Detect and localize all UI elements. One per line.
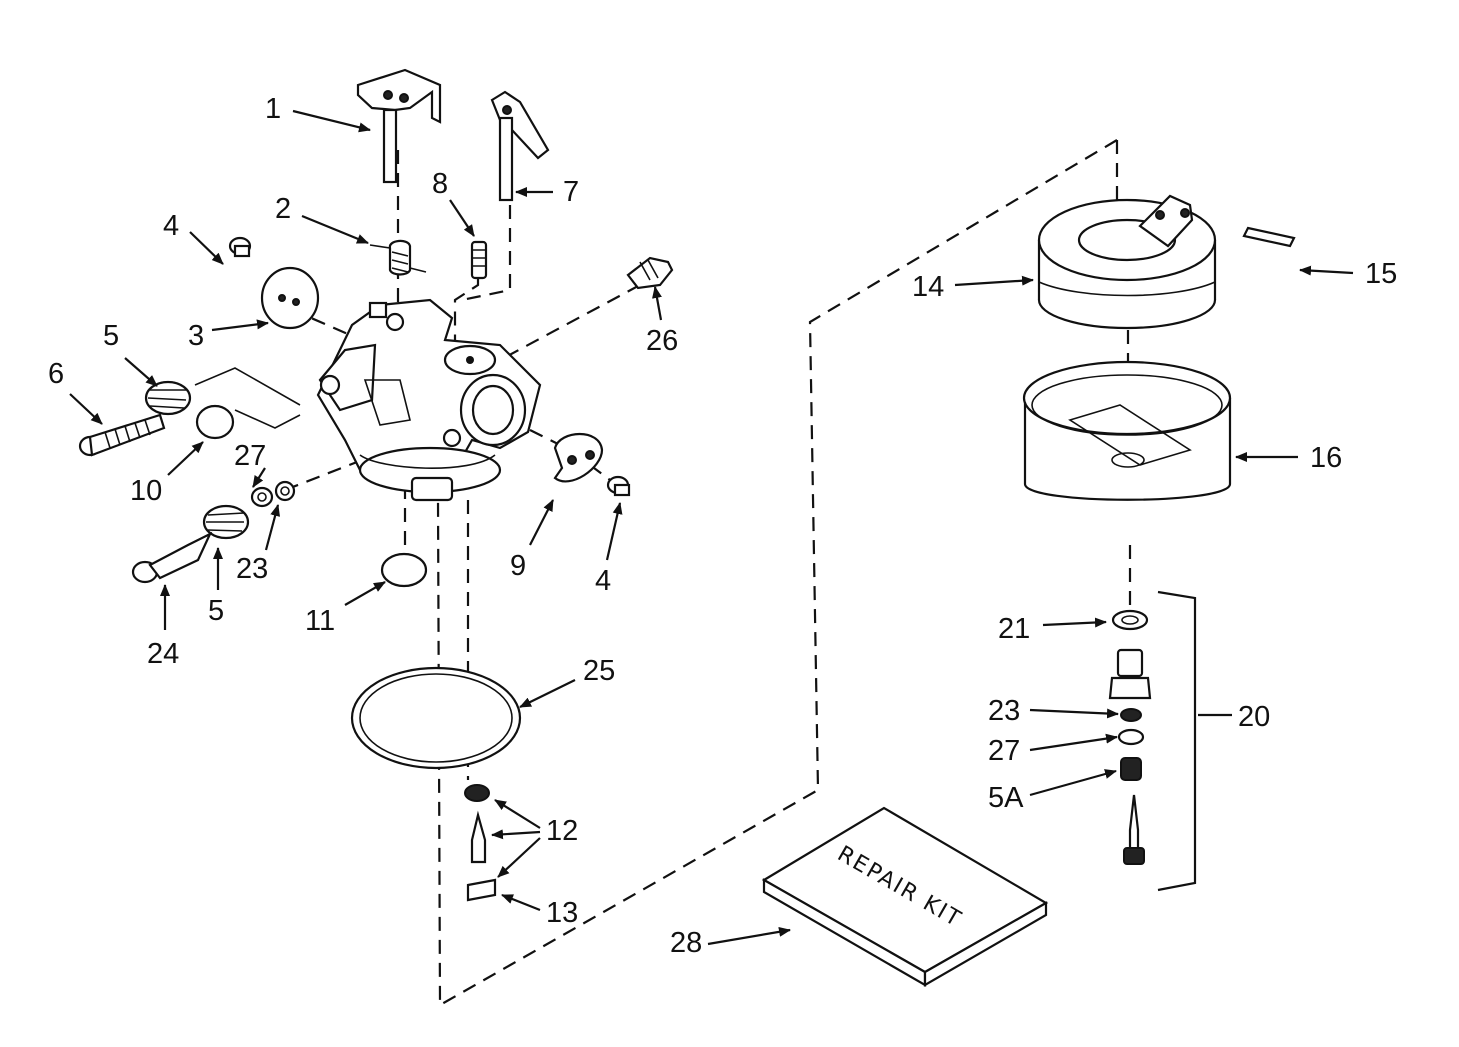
label-12: 12 xyxy=(546,815,578,847)
label-5-lower: 5 xyxy=(208,595,224,627)
float-14 xyxy=(1037,194,1217,330)
spring-2 xyxy=(369,239,427,276)
label-4-lower: 4 xyxy=(595,565,611,597)
label-11: 11 xyxy=(305,605,335,637)
throttle-plate-9 xyxy=(553,433,604,483)
label-24: 24 xyxy=(147,638,179,670)
float-bowl-16 xyxy=(1022,360,1232,501)
label-21: 21 xyxy=(998,613,1030,645)
label-13: 13 xyxy=(546,897,578,929)
label-20: 20 xyxy=(1238,701,1270,733)
label-4-upper: 4 xyxy=(163,210,179,242)
screw-4-upper xyxy=(228,236,252,258)
label-26: 26 xyxy=(646,325,678,357)
throttle-shaft-1 xyxy=(356,68,442,184)
clip-13 xyxy=(466,878,497,902)
choke-plate-3 xyxy=(260,266,320,330)
washer-27-right xyxy=(1117,728,1145,746)
carburetor-body xyxy=(316,298,542,502)
label-14: 14 xyxy=(912,271,944,303)
label-3: 3 xyxy=(188,320,204,352)
callout-arrows xyxy=(69,109,1354,946)
label-27-left: 27 xyxy=(234,440,266,472)
screw-4-lower xyxy=(606,475,631,497)
spring-5A xyxy=(1120,757,1142,781)
part-labels: 1 2 3 4 5 6 7 8 9 10 11 12 13 14 15 16 2… xyxy=(48,93,1397,959)
label-6: 6 xyxy=(48,358,64,390)
fitting-26 xyxy=(626,256,674,290)
label-10: 10 xyxy=(130,475,162,507)
spring-5-lower xyxy=(202,504,250,540)
label-28: 28 xyxy=(670,927,702,959)
gasket-21 xyxy=(1111,609,1149,631)
label-1: 1 xyxy=(265,93,281,125)
label-5-upper: 5 xyxy=(103,320,119,352)
needle-12 xyxy=(470,810,487,864)
label-25: 25 xyxy=(583,655,615,687)
bracket-20 xyxy=(1157,590,1197,892)
gasket-25 xyxy=(350,666,522,770)
needle-24 xyxy=(131,531,213,584)
washer-27-left xyxy=(250,486,274,508)
plug-11 xyxy=(380,552,428,588)
label-15: 15 xyxy=(1365,258,1397,290)
seat-12 xyxy=(464,784,490,802)
choke-shaft-7 xyxy=(490,90,550,202)
label-27-right: 27 xyxy=(988,735,1020,767)
label-16: 16 xyxy=(1310,442,1342,474)
label-9: 9 xyxy=(510,550,526,582)
repair-kit-28: REPAIR KIT xyxy=(761,806,1049,987)
idle-screw-6 xyxy=(78,413,166,457)
washer-23-left xyxy=(274,480,296,502)
washer-23-right xyxy=(1120,708,1142,722)
label-5A: 5A xyxy=(988,782,1024,814)
needle-screw-20 xyxy=(1123,794,1145,865)
label-23-right: 23 xyxy=(988,695,1020,727)
label-2: 2 xyxy=(275,193,291,225)
float-pin-15 xyxy=(1242,226,1296,248)
welch-plug-10 xyxy=(195,404,235,440)
label-7: 7 xyxy=(563,176,579,208)
label-23-left: 23 xyxy=(236,553,268,585)
label-8: 8 xyxy=(432,168,448,200)
spring-8 xyxy=(470,240,488,280)
bowl-nut-20 xyxy=(1108,648,1152,700)
spring-5-upper xyxy=(144,380,192,416)
